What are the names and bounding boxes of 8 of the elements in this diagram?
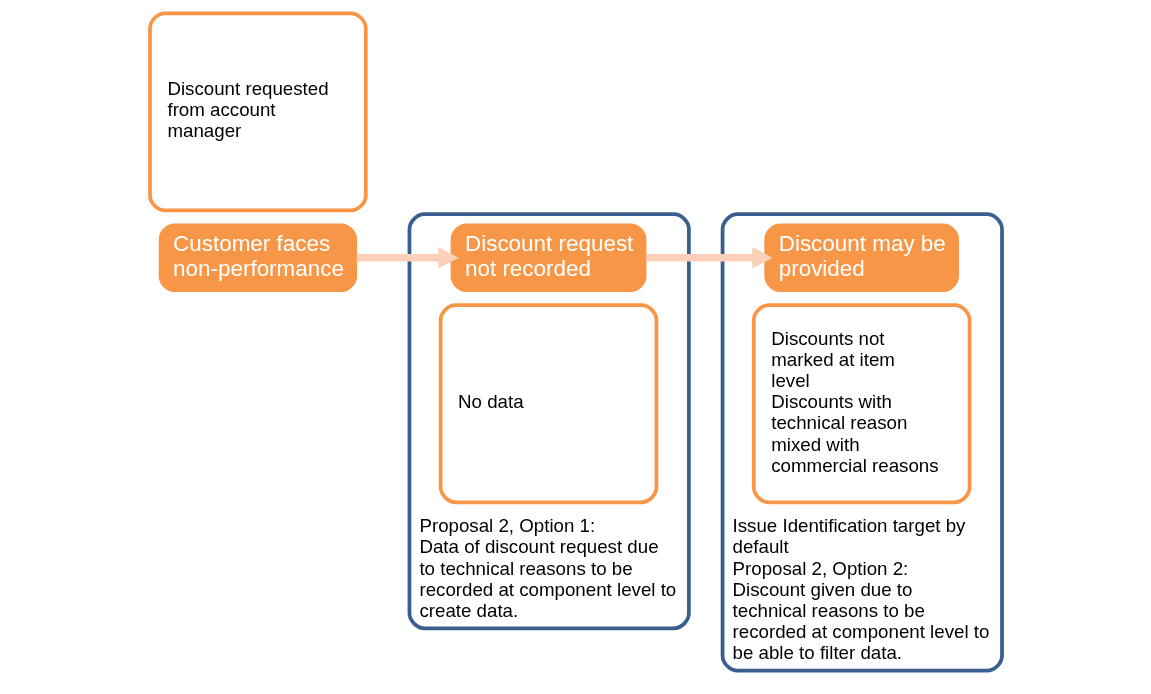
node-box: Discount may be provided (763, 223, 959, 293)
node-box: Discount request not recorded (450, 223, 646, 293)
node-box: Discount requested from account manager (147, 11, 368, 213)
arrow (356, 247, 459, 269)
node-box: Discounts not marked at item level Discounts with technical reason mixed with commercial reasons (751, 303, 971, 505)
node-box: Customer faces non-performance (158, 223, 357, 293)
node-box: No data (438, 303, 658, 505)
arrow (645, 247, 773, 269)
